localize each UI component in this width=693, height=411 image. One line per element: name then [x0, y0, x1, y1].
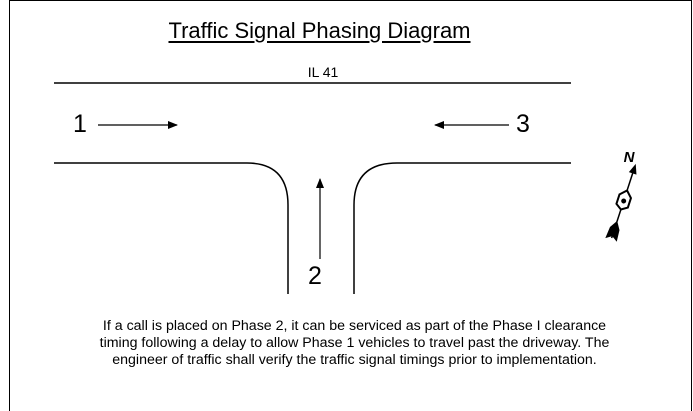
phasing-note: If a call is placed on Phase 2, it can b…	[0, 318, 693, 369]
road-south-edge-east	[353, 162, 571, 294]
road-label: IL 41	[307, 64, 339, 80]
phasing-note-body: If a call is placed on Phase 2, it can b…	[100, 318, 610, 369]
note-line: timing following a delay to allow Phase …	[99, 335, 610, 351]
phase-1-label: 1	[73, 110, 87, 138]
north-label: N	[624, 149, 636, 166]
phase-2-label: 2	[308, 262, 322, 290]
note-line: engineer of traffic shall verify the tra…	[112, 352, 597, 368]
diagram-title: Traffic Signal Phasing Diagram	[0, 18, 693, 44]
phase-3-label: 3	[516, 110, 530, 138]
note-line: If a call is placed on Phase 2, it can b…	[102, 318, 607, 334]
diagram-frame	[9, 0, 692, 411]
road-south-edge-west	[54, 162, 289, 294]
north-arrow-icon	[605, 163, 637, 242]
diagram-title-text: Traffic Signal Phasing Diagram	[168, 18, 471, 43]
